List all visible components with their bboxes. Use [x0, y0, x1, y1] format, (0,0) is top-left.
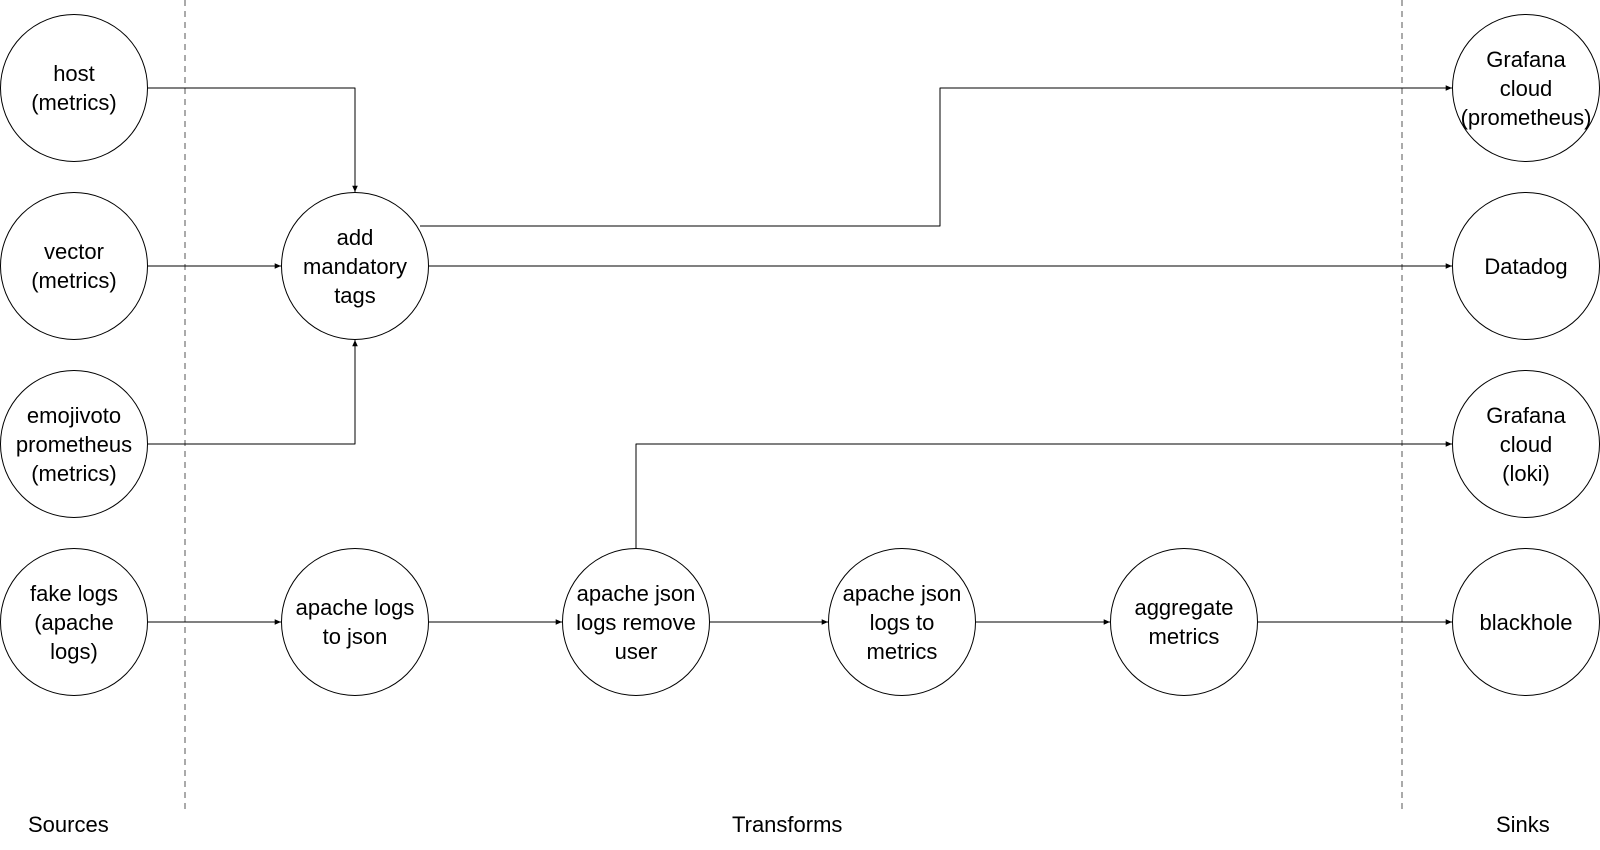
node-apache-json-logs-remove-user: apache json logs remove user: [562, 548, 710, 696]
section-label-sources: Sources: [28, 812, 109, 837]
node-label: Grafana cloud (prometheus): [1460, 46, 1592, 130]
node-grafana-cloud-prometheus: Grafana cloud (prometheus): [1452, 14, 1600, 162]
node-label: emojivoto prometheus (metrics): [15, 402, 133, 486]
edge-remove-user-to-grafana-loki: [635, 441, 1452, 548]
edge-host-to-add-tags: [148, 87, 358, 192]
node-grafana-cloud-loki: Grafana cloud (loki): [1452, 370, 1600, 518]
node-apache-json-logs-to-metrics: apache json logs to metrics: [828, 548, 976, 696]
node-label: add mandatory tags: [303, 224, 407, 308]
edge-add-tags-to-grafana-prom: [420, 85, 1452, 227]
node-label: apache json logs remove user: [576, 580, 696, 664]
node-apache-logs-to-json: apache logs to json: [281, 548, 429, 696]
node-datadog: Datadog: [1452, 192, 1600, 340]
node-label: vector (metrics): [31, 239, 117, 293]
node-label: aggregate metrics: [1134, 595, 1234, 649]
edge-emojivoto-to-add-tags: [148, 340, 358, 445]
node-aggregate-metrics: aggregate metrics: [1110, 548, 1258, 696]
node-label: Datadog: [1484, 253, 1568, 279]
node-label: apache json logs to metrics: [842, 580, 962, 664]
node-label: apache logs to json: [295, 595, 415, 649]
node-fake-logs: fake logs (apache logs): [0, 548, 148, 696]
section-label-transforms: Transforms: [732, 812, 843, 837]
section-label-sinks: Sinks: [1496, 812, 1550, 837]
node-host-metrics: host (metrics): [0, 14, 148, 162]
node-label: blackhole: [1479, 609, 1573, 635]
node-label: Grafana cloud (loki): [1486, 402, 1566, 486]
node-add-mandatory-tags: add mandatory tags: [281, 192, 429, 340]
node-blackhole: blackhole: [1452, 548, 1600, 696]
node-label: host (metrics): [31, 61, 117, 115]
node-vector-metrics: vector (metrics): [0, 192, 148, 340]
node-label: fake logs (apache logs): [29, 580, 119, 664]
node-emojivoto-prometheus: emojivoto prometheus (metrics): [0, 370, 148, 518]
